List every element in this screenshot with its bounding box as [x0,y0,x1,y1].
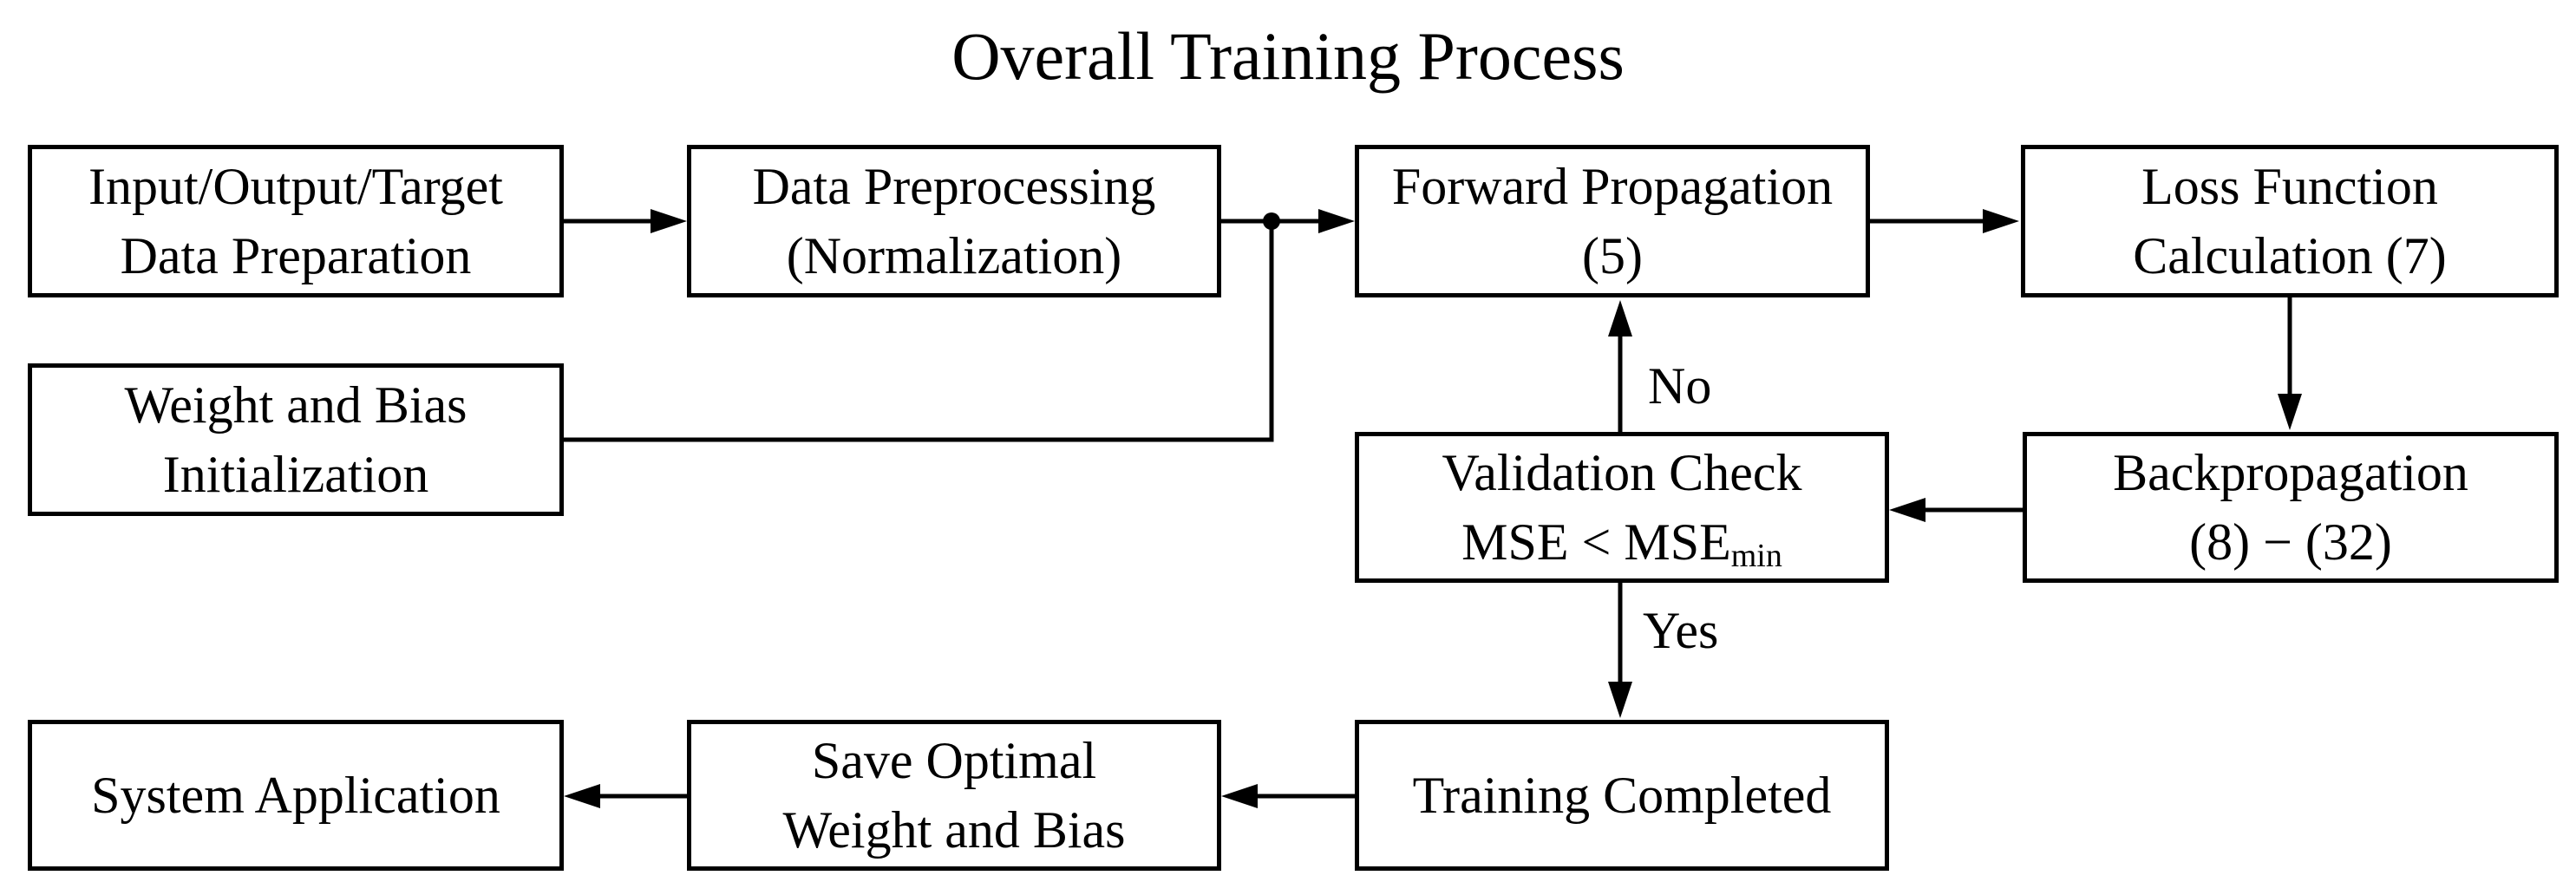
edge-preprocess-to-forward [1221,209,1355,233]
edge-completed-to-save [1221,784,1355,808]
node-label-line1: Input/Output/Target [88,158,503,215]
node-label-line1: Loss Function [2141,158,2438,215]
mse-condition-text: MSE < MSE [1461,513,1731,571]
node-label-line2: (5) [1582,227,1643,284]
node-label-line1: Save Optimal [811,732,1097,789]
node-validation-check: Validation Check MSE < MSEmin [1355,432,1889,583]
node-label-line2: Calculation (7) [2133,227,2447,284]
junction-dot [1263,212,1280,230]
node-data-preprocessing: Data Preprocessing (Normalization) [687,145,1221,297]
node-io-data-preparation: Input/Output/Target Data Preparation [28,145,564,297]
node-label-line2: MSE < MSEmin [1461,507,1782,577]
mse-subscript: min [1730,538,1782,574]
node-label-line2: (Normalization) [786,227,1122,284]
node-training-completed: Training Completed [1355,720,1889,871]
diagram-title: Overall Training Process [951,18,1625,94]
edge-validation-to-forward-no [1608,300,1632,432]
node-label-line1: System Application [91,767,500,824]
edge-label-no: No [1648,357,1712,415]
node-label-line1: Data Preprocessing [752,158,1156,215]
node-label-line1: Validation Check [1442,444,1802,501]
node-backpropagation: Backpropagation (8) − (32) [2023,432,2559,583]
edge-loss-to-backprop [2278,297,2302,430]
node-label-line1: Forward Propagation [1391,158,1834,215]
node-save-optimal-weights: Save Optimal Weight and Bias [687,720,1221,871]
node-forward-propagation: Forward Propagation (5) [1355,145,1870,297]
node-loss-function: Loss Function Calculation (7) [2021,145,2559,297]
node-label-line2: Weight and Bias [782,801,1126,859]
edge-save-to-application [564,784,687,808]
edge-backprop-to-validation [1889,498,2023,522]
node-label-line2: (8) − (32) [2189,513,2392,571]
edge-label-yes: Yes [1643,602,1719,659]
node-weight-bias-initialization: Weight and Bias Initialization [28,363,564,516]
node-label-line2: Initialization [162,446,429,503]
node-label-line1: Training Completed [1412,767,1832,824]
edge-forward-to-loss [1870,209,2019,233]
node-system-application: System Application [28,720,564,871]
edge-validation-to-completed-yes [1608,583,1632,718]
node-label-line1: Weight and Bias [124,376,467,434]
edge-io-to-preprocess [564,209,687,233]
edge-weight-init-to-junction [564,221,1274,442]
node-label-line1: Backpropagation [2113,444,2468,501]
node-label-line2: Data Preparation [120,227,472,284]
